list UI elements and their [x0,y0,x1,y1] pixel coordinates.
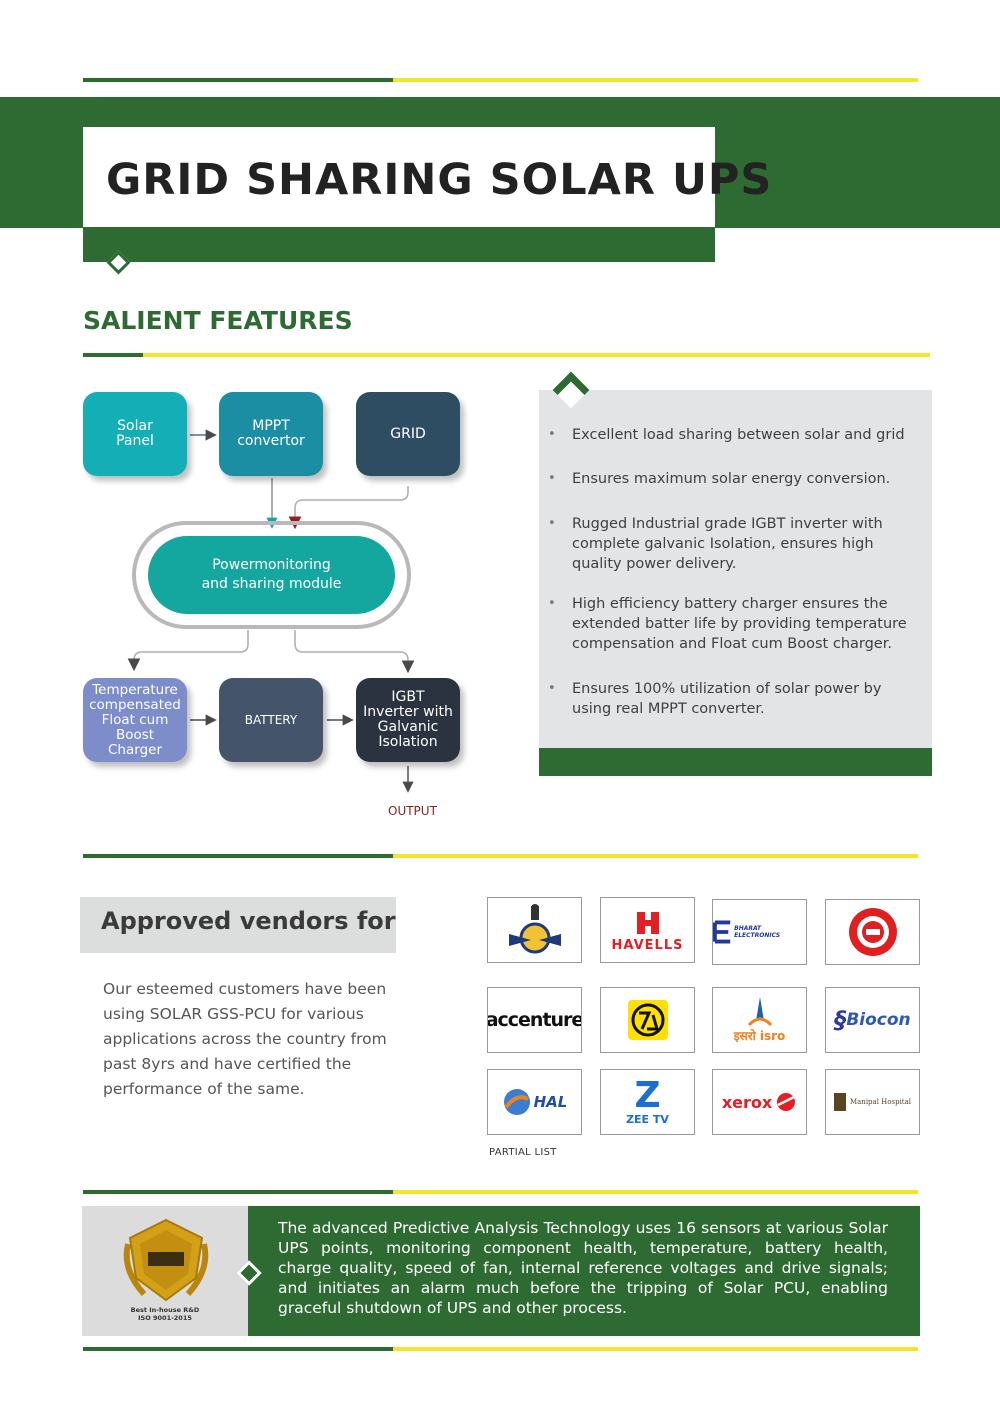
logo-biocon: § Biocon [825,987,920,1053]
lt-mark-icon [627,1000,668,1040]
page-title: GRID SHARING SOLAR UPS [106,155,773,205]
bottom-top-divider [83,1190,918,1194]
solar-panel-box: Solar Panel [83,392,187,476]
isro-rocket-icon [747,996,772,1026]
section-heading: SALIENT FEATURES [83,306,353,335]
mppt-label: MPPT convertor [237,418,305,449]
bottom-divider [83,1347,918,1351]
section-divider [83,353,930,357]
partial-list-label: PARTIAL LIST [489,1147,557,1158]
features-panel-footer [539,748,932,776]
feature-item: Rugged Industrial grade IGBT inverter wi… [548,514,920,574]
power-module-box: Powermonitoring and sharing module [148,536,395,614]
top-divider [83,78,918,82]
feature-item: Ensures 100% utilization of solar power … [548,679,920,719]
power-module-label: Powermonitoring and sharing module [201,557,342,592]
features-list: Excellent load sharing between solar and… [548,425,920,719]
logo-manipal-hospital: Manipal Hospital [825,1069,920,1135]
grid-label: GRID [390,425,426,442]
award-caption: Best In-house R&D ISO 9001-2015 [130,1306,200,1322]
vendors-heading-box [80,897,396,953]
feature-item: Ensures maximum solar energy conversion. [548,469,920,489]
diagram-connectors [127,429,415,793]
charger-label: Temperature compensated Float cum Boost … [89,681,181,758]
bel-text: BHARAT ELECTRONICS [734,925,781,939]
mppt-box: MPPT convertor [219,392,323,476]
zee-text: ZEE TV [626,1112,669,1126]
battery-label: BATTERY [244,712,298,727]
output-label: OUTPUT [388,804,437,818]
technology-panel [248,1206,920,1336]
logo-accenture: accenture [487,987,582,1053]
title-underbar [83,228,715,262]
havells-text: HAVELLS [611,937,684,953]
logo-indian-air-force [487,897,582,963]
hal-text: HAL [533,1093,568,1111]
inverter-label: IGBT Inverter with Galvanic Isolation [363,689,453,750]
manipal-crest-icon [833,1093,846,1111]
logo-lt [600,987,695,1053]
title-box [83,127,715,227]
manipal-text: Manipal Hospital [849,1098,912,1106]
technology-description: The advanced Predictive Analysis Technol… [278,1219,888,1317]
grid-box: GRID [356,392,460,476]
vendors-description: Our esteemed customers have been using S… [103,980,387,1098]
logo-bharat-electronics: BHARAT ELECTRONICS [712,899,807,965]
charger-box: Temperature compensated Float cum Boost … [83,678,187,762]
logo-zee-tv: Z ZEE TV [600,1069,695,1135]
bel-mark-icon [713,920,731,944]
module-ring [132,521,411,629]
accenture-text: accenture [487,1009,582,1031]
feature-item: High efficiency battery charger ensures … [548,594,920,654]
logo-hal: HAL [487,1069,582,1135]
vendors-title: Approved vendors for [101,907,396,935]
biocon-text: Biocon [846,1010,911,1030]
havells-mark-icon [636,911,659,934]
biocon-s-icon: § [834,1006,847,1034]
gold-medal-icon [123,1218,209,1302]
solar-panel-label: Solar Panel [116,418,154,449]
isro-text: इसरो isro [733,1028,786,1043]
railways-emblem-icon [848,908,897,956]
xerox-ball-icon [777,1093,796,1111]
air-force-emblem-icon [508,904,561,954]
logo-indian-railways [825,899,920,965]
xerox-text: xerox [721,1092,773,1112]
logo-xerox: xerox [712,1069,807,1135]
logo-isro: इसरो isro [712,987,807,1053]
logo-havells: HAVELLS [600,897,695,963]
feature-item: Excellent load sharing between solar and… [548,425,920,445]
inverter-box: IGBT Inverter with Galvanic Isolation [356,678,460,762]
zee-z-icon: Z [634,1074,661,1116]
middle-divider [83,854,918,858]
battery-box: BATTERY [219,678,323,762]
hal-mark-icon [503,1089,530,1115]
